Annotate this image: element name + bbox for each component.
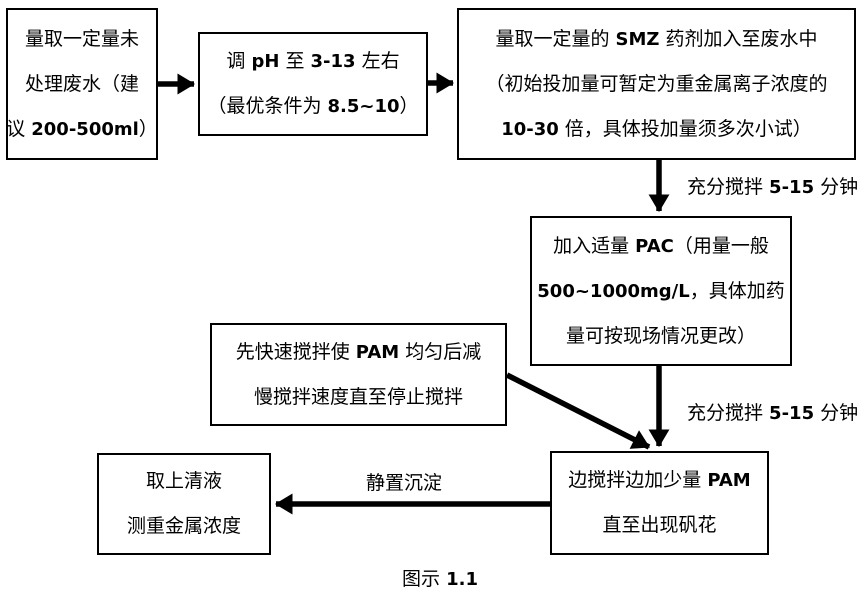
node-text-line: 处理废水（建	[24, 72, 139, 95]
arrow-pamstir-to-addpam	[505, 372, 651, 450]
node-take-supernatant: 取上清液 测重金属浓度	[97, 453, 271, 555]
node-text-line: （初始投加量可暂定为重金属离子浓度的	[485, 72, 828, 95]
node-text-line: 边搅拌边加少量 PAM	[568, 469, 751, 491]
edge-label-stir-1: 充分搅拌 5-15 分钟	[687, 176, 859, 198]
node-text-line: 直至出现矾花	[602, 514, 717, 536]
node-text-line: 取上清液	[145, 470, 222, 492]
node-text-line: （最优条件为 8.5~10）	[207, 95, 419, 117]
node-text-line: 调 pH 至 3-13 左右	[226, 50, 400, 72]
node-adjust-ph: 调 pH 至 3-13 左右 （最优条件为 8.5~10）	[198, 32, 428, 136]
node-text-line: 加入适量 PAC（用量一般	[553, 234, 769, 257]
node-text-line: 测重金属浓度	[126, 515, 241, 537]
node-text-line: 10-30 倍，具体投加量须多次小试）	[501, 117, 812, 140]
node-add-pac: 加入适量 PAC（用量一般 500~1000mg/L，具体加药 量可按现场情况更…	[530, 216, 792, 366]
node-text-line: 500~1000mg/L，具体加药	[537, 279, 785, 302]
node-text-line: 量取一定量的 SMZ 药剂加入至废水中	[495, 27, 818, 50]
node-text-line: 慢搅拌速度直至停止搅拌	[253, 385, 463, 408]
node-text-line: 议 200-500ml）	[6, 117, 158, 140]
node-add-smz: 量取一定量的 SMZ 药剂加入至废水中 （初始投加量可暂定为重金属离子浓度的 1…	[457, 8, 856, 160]
edge-label-stir-2: 充分搅拌 5-15 分钟	[687, 402, 859, 424]
node-text-line: 量取一定量未	[24, 27, 139, 50]
figure-caption: 图示 1.1	[402, 568, 478, 590]
edge-label-settle: 静置沉淀	[366, 472, 443, 494]
node-measure-wastewater: 量取一定量未 处理废水（建 议 200-500ml）	[6, 8, 158, 160]
node-text-line: 量可按现场情况更改）	[565, 324, 756, 347]
node-add-pam: 边搅拌边加少量 PAM 直至出现矾花	[550, 451, 769, 555]
node-pam-stir: 先快速搅拌使 PAM 均匀后减 慢搅拌速度直至停止搅拌	[210, 323, 507, 426]
node-text-line: 先快速搅拌使 PAM 均匀后减	[235, 340, 482, 363]
